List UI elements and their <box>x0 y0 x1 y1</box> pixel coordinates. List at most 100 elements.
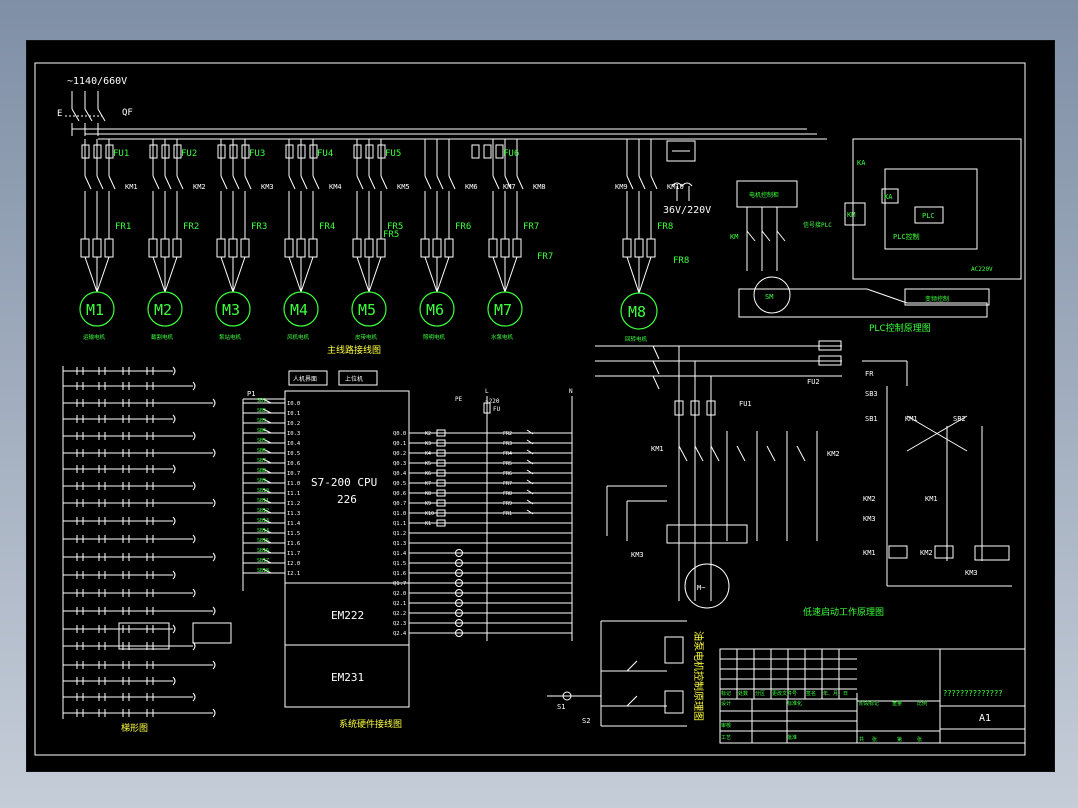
thermal-element <box>148 238 158 258</box>
title-cell: 工艺 <box>721 735 731 741</box>
thermal-element <box>104 238 114 258</box>
thermal-element <box>92 238 102 258</box>
k-label: K6 <box>425 471 431 477</box>
thermal-element <box>634 238 644 258</box>
indicator-lamp <box>455 559 463 567</box>
output-address: Q1.2 <box>393 531 406 537</box>
ka-contact-label: KA <box>857 159 866 167</box>
sm-label: SM <box>765 293 773 301</box>
fr-contact <box>526 489 534 495</box>
indicator-lamp <box>455 569 463 577</box>
thermal-element <box>444 238 454 258</box>
fuse-label: FU4 <box>317 149 333 159</box>
k-label: K9 <box>425 501 431 507</box>
input-switch <box>262 548 272 554</box>
title-cell: 张 <box>917 736 922 743</box>
motor-symbol <box>147 291 183 327</box>
fuse-symbol <box>229 144 238 159</box>
title-cell: 审核 <box>721 722 731 729</box>
input-address: I0.0 <box>287 401 300 407</box>
input-address: I0.1 <box>287 411 300 417</box>
motor-lead <box>232 256 246 293</box>
motor-lead <box>164 256 178 293</box>
fr-label: FR3 <box>503 441 512 447</box>
contact-blade <box>232 175 240 190</box>
motor-lead <box>300 256 314 293</box>
plc-caption: PLC控制 <box>893 232 920 241</box>
ladder-coil <box>192 692 196 702</box>
ka-box-label: KA <box>884 193 893 201</box>
title-cell: 年、月、日 <box>823 690 848 697</box>
rev-km1-lock: KM1 <box>925 495 938 503</box>
title-cell: 处数 <box>738 690 748 697</box>
reversing-circuit: FU1 FU2 KM1 KM2 KM3 M~ FR SB3 SB1 SB2 KM… <box>595 340 1012 618</box>
ladder-coil <box>212 552 216 562</box>
motor-symbol <box>79 291 115 327</box>
input-switch <box>262 418 272 424</box>
plc-km-label: KM <box>730 233 738 241</box>
rev-km1-coil: KM1 <box>863 549 876 557</box>
indicator-lamp <box>455 629 463 637</box>
thermal-element <box>646 238 656 258</box>
motor-caption: 截割电机 <box>151 333 174 341</box>
input-switch <box>262 568 272 574</box>
rev-sb3: SB3 <box>865 390 878 398</box>
title-cell: 分区 <box>755 690 765 697</box>
title-cell: 张 <box>872 736 877 743</box>
sb-label: SB9 <box>257 478 266 484</box>
timer-block <box>118 622 170 650</box>
motor-symbol <box>351 291 387 327</box>
motor-label: M4 <box>290 301 308 319</box>
busbars <box>72 128 827 140</box>
plc-supply-label: ~220 <box>485 398 500 405</box>
reversing-title: 低速启动工作原理图 <box>803 606 884 618</box>
plc-note: 信号接PLC <box>803 221 832 229</box>
relay-label: FR1 <box>115 222 131 232</box>
title-cell: 标准化 <box>787 700 802 707</box>
thermal-element <box>296 238 306 258</box>
output-coil <box>436 459 446 467</box>
motor-lead <box>288 256 302 293</box>
small-control-circuit: S1 S2 油泵电机控制原理图 <box>547 620 705 727</box>
output-address: Q2.2 <box>393 611 406 617</box>
fuse-label: FU1 <box>113 149 129 159</box>
thermal-element <box>228 238 238 258</box>
ladder-coil <box>212 498 216 508</box>
fuse-symbol <box>471 144 480 159</box>
output-address: Q0.3 <box>393 461 406 467</box>
thermal-element <box>488 238 498 258</box>
fuse-symbol <box>353 144 362 159</box>
motor-caption: 风机电机 <box>287 333 310 341</box>
ladder-coil <box>172 464 176 474</box>
output-address: Q1.5 <box>393 561 406 567</box>
title-cell: 设计 <box>721 700 731 707</box>
plc-box1: 电机控制柜 <box>749 191 779 199</box>
motor-lead <box>356 256 370 293</box>
contactor-label: KM5 <box>397 183 410 191</box>
title-cell: 更改文件号 <box>772 690 797 697</box>
thermal-element <box>432 238 442 258</box>
fr-contact <box>526 479 534 485</box>
motor-lead <box>436 256 450 293</box>
contact-blade <box>448 175 456 190</box>
rev-sb1: SB1 <box>865 415 878 423</box>
output-coil <box>436 489 446 497</box>
timer-block <box>192 622 232 644</box>
contact-blade <box>436 175 444 190</box>
input-switch <box>262 488 272 494</box>
fuse-symbol <box>93 144 102 159</box>
l-label: L <box>485 388 489 395</box>
fuse-symbol <box>309 144 318 159</box>
plc-box2: 变频控制 <box>925 295 949 303</box>
n-label: N <box>569 388 573 395</box>
contactor-label: KM9 <box>615 183 628 191</box>
thermal-element <box>512 238 522 258</box>
motor-label: M8 <box>628 303 646 321</box>
contact-blade <box>84 175 92 190</box>
input-address: I1.2 <box>287 501 300 507</box>
k-label: K3 <box>425 441 431 447</box>
plc-panel-title: PLC控制原理图 <box>869 322 931 334</box>
motor-lead <box>220 256 234 293</box>
km-coil-label: KM <box>847 211 855 219</box>
